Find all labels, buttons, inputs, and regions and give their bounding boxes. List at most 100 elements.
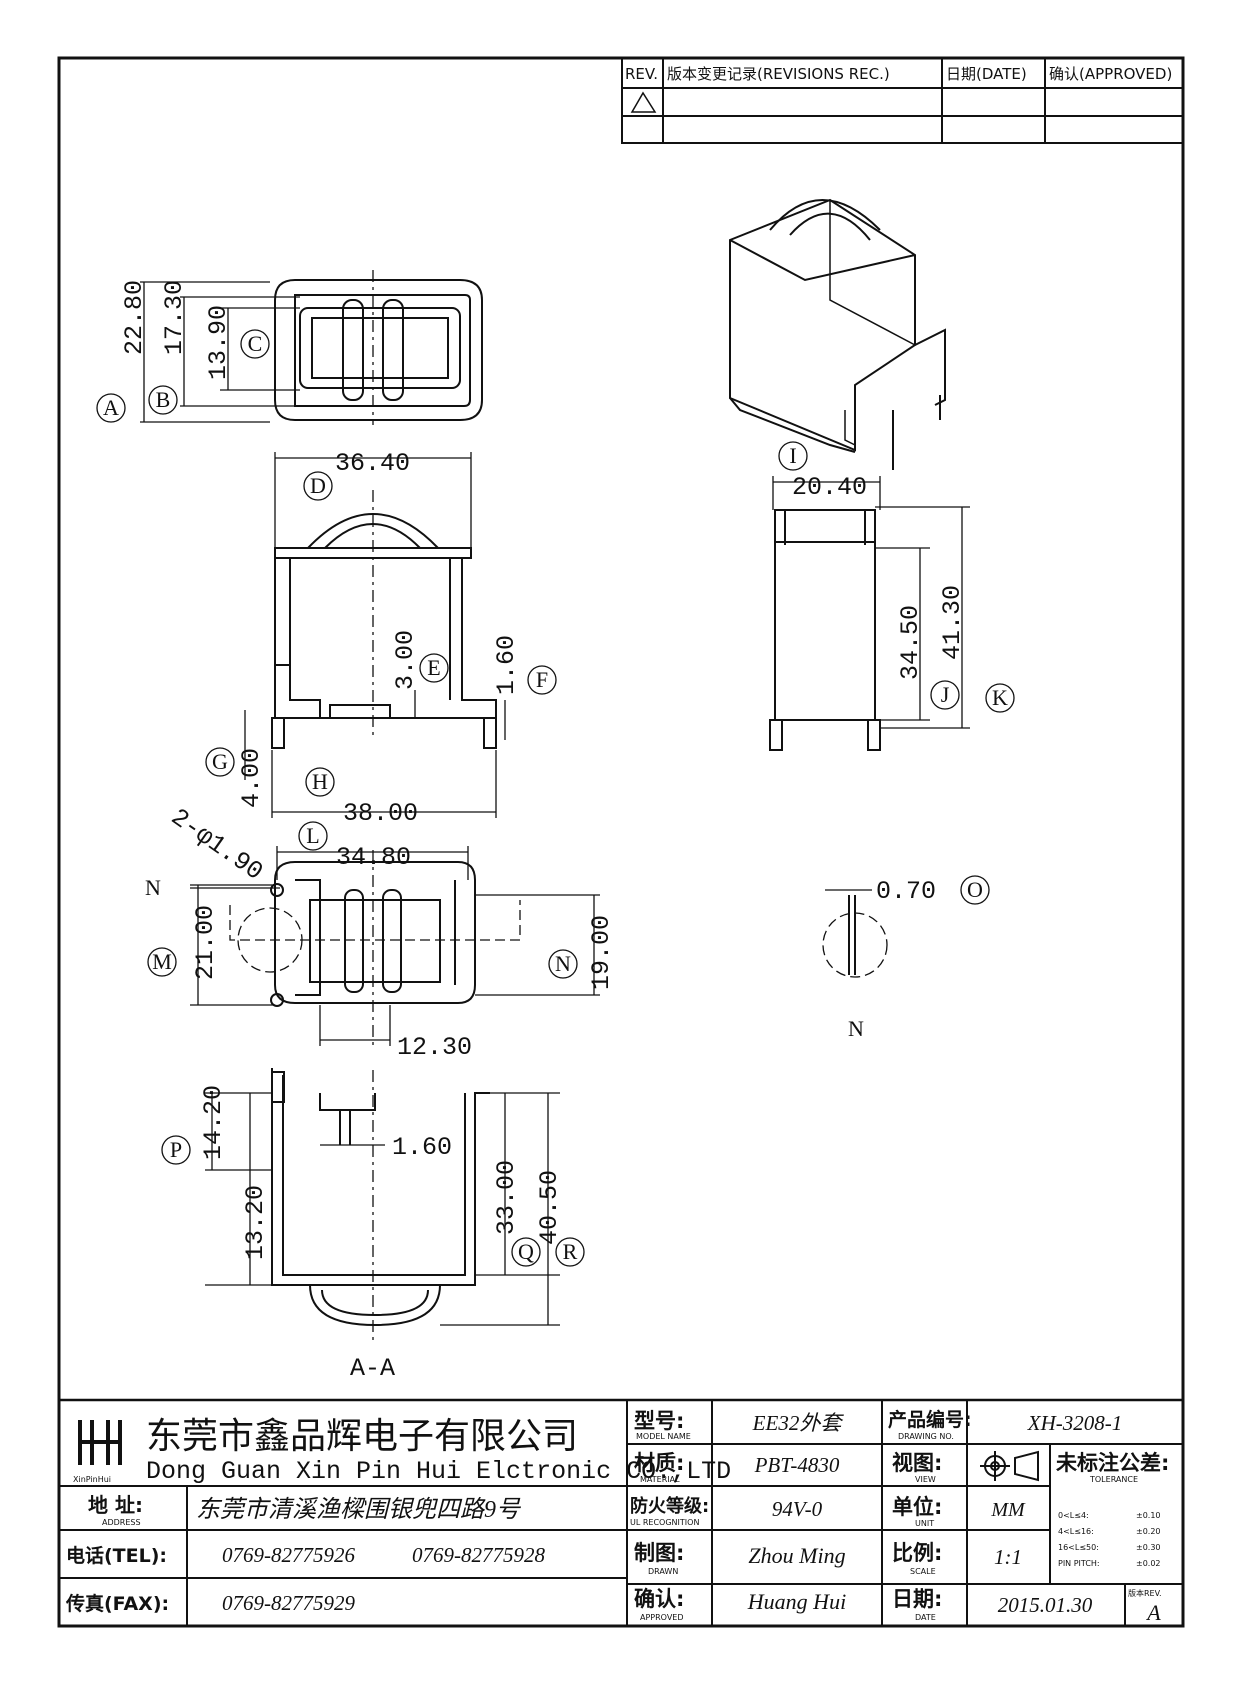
svg-text:N: N: [555, 951, 571, 976]
approved-value: Huang Hui: [747, 1589, 846, 1614]
svg-text:H: H: [312, 769, 328, 794]
material-label-en: MATERIAL: [640, 1475, 680, 1484]
company-cn: 东莞市鑫品辉电子有限公司: [146, 1416, 578, 1457]
svg-text:G: G: [212, 749, 228, 774]
rev-col-approved: 确认(APPROVED): [1049, 65, 1172, 83]
dim-1-60-front: 1.60: [492, 635, 521, 695]
address-value: 东莞市清溪渔樑围银兜四路9号: [196, 1496, 522, 1523]
drawn-label: 制图:: [634, 1541, 684, 1565]
svg-text:O: O: [967, 877, 983, 902]
tolerance-range: 4<L≤16:: [1058, 1527, 1094, 1536]
tolerance-list: 0<L≤4: ±0.10 4<L≤16: ±0.20 16<L≤50: ±0.3…: [1058, 1511, 1161, 1568]
rev-col-date: 日期(DATE): [946, 65, 1027, 83]
dim-17-30: 17.30: [160, 280, 189, 355]
drawn-label-en: DRAWN: [648, 1567, 678, 1576]
view-label-en: VIEW: [915, 1475, 936, 1484]
material-label: 材质:: [634, 1451, 684, 1475]
bottom-view: [190, 846, 600, 1050]
unit-label-en: UNIT: [915, 1519, 934, 1528]
rev-label: 版本REV.: [1128, 1588, 1162, 1598]
rev-col-rev: REV.: [625, 65, 658, 83]
section-caption: A-A: [350, 1354, 395, 1383]
approved-label-en: APPROVED: [640, 1613, 684, 1622]
label-g: G: [205, 747, 235, 777]
dim-21-00: 21.00: [191, 905, 220, 980]
svg-text:B: B: [156, 387, 171, 412]
tolerance-title: 未标注公差:: [1056, 1451, 1169, 1475]
drawing-no-label-en: DRAWING NO.: [898, 1432, 954, 1441]
approved-label: 确认:: [634, 1587, 684, 1611]
dim-0-70: 0.70: [876, 877, 936, 906]
tel-1: 0769-82775926: [222, 1543, 355, 1567]
front-view: [244, 452, 506, 818]
svg-text:M: M: [152, 949, 172, 974]
dim-40-50: 40.50: [535, 1170, 564, 1245]
label-e: E: [419, 653, 449, 683]
date-value: 2015.01.30: [998, 1593, 1093, 1617]
unit-value: MM: [990, 1499, 1026, 1521]
svg-text:K: K: [992, 685, 1008, 710]
label-d: D: [303, 471, 333, 501]
tolerance-range: 0<L≤4:: [1058, 1511, 1089, 1520]
dim-33-00: 33.00: [492, 1160, 521, 1235]
material-value: PBT-4830: [754, 1453, 840, 1477]
address-label: 地 址:: [88, 1493, 143, 1517]
model-label-en: MODEL NAME: [636, 1432, 691, 1441]
dim-1-60-section: 1.60: [392, 1133, 452, 1162]
model-label: 型号:: [634, 1409, 684, 1433]
label-l: L: [298, 821, 328, 851]
unit-label: 单位:: [892, 1495, 942, 1519]
tel-2: 0769-82775928: [412, 1543, 545, 1567]
svg-text:D: D: [310, 473, 326, 498]
label-c: C: [240, 329, 270, 359]
model-value: EE32外套: [752, 1411, 845, 1435]
detail-n-caption: N: [848, 1016, 864, 1041]
n-marker: N: [145, 875, 161, 900]
dim-hole-diameter: 2-φ1.90: [165, 803, 268, 887]
label-i: I: [778, 441, 808, 471]
svg-text:I: I: [789, 443, 796, 468]
dim-12-30: 12.30: [397, 1033, 472, 1062]
dim-38-00: 38.00: [343, 799, 418, 828]
svg-text:A: A: [103, 395, 119, 420]
tolerance-value: ±0.10: [1136, 1511, 1161, 1520]
date-label: 日期:: [892, 1587, 942, 1611]
label-r: R: [555, 1237, 585, 1267]
svg-text:Q: Q: [518, 1239, 534, 1264]
label-f: F: [527, 665, 557, 695]
dim-13-20: 13.20: [241, 1185, 270, 1260]
label-j: J: [930, 680, 960, 710]
tolerance-value: ±0.20: [1136, 1527, 1161, 1536]
company-en: Dong Guan Xin Pin Hui Elctronic CO.,LTD: [146, 1457, 731, 1486]
tel-label: 电话(TEL):: [66, 1544, 167, 1567]
side-view: [769, 476, 970, 751]
dim-34-80: 34.80: [336, 843, 411, 872]
label-k: K: [985, 683, 1015, 713]
label-q: Q: [511, 1237, 541, 1267]
tolerance-title-en: TOLERANCE: [1089, 1475, 1138, 1484]
dim-13-90: 13.90: [204, 305, 233, 380]
drawing-no-value: XH-3208-1: [1027, 1411, 1122, 1435]
detail-n-view: [822, 889, 888, 978]
revision-table: [621, 57, 1184, 144]
scale-label: 比例:: [892, 1541, 942, 1565]
tolerance-range: PIN PITCH:: [1058, 1559, 1100, 1568]
label-a: A: [96, 393, 126, 423]
svg-text:F: F: [536, 667, 548, 692]
scale-value: 1:1: [994, 1545, 1022, 1569]
tolerance-range: 16<L≤50:: [1058, 1543, 1099, 1552]
flame-label-en: UL RECOGNITION: [630, 1518, 699, 1527]
dim-4-00: 4.00: [237, 748, 266, 808]
dim-14-20: 14.20: [199, 1085, 228, 1160]
section-view: [205, 1068, 560, 1345]
svg-text:P: P: [170, 1137, 182, 1162]
revision-triangle-icon: [630, 91, 657, 113]
flame-value: 94V-0: [772, 1497, 823, 1521]
svg-text:L: L: [306, 823, 319, 848]
svg-text:C: C: [248, 331, 263, 356]
tolerance-value: ±0.02: [1136, 1559, 1161, 1568]
svg-text:R: R: [563, 1239, 578, 1264]
drawn-value: Zhou Ming: [748, 1543, 845, 1568]
dim-19-00: 19.00: [587, 915, 616, 990]
